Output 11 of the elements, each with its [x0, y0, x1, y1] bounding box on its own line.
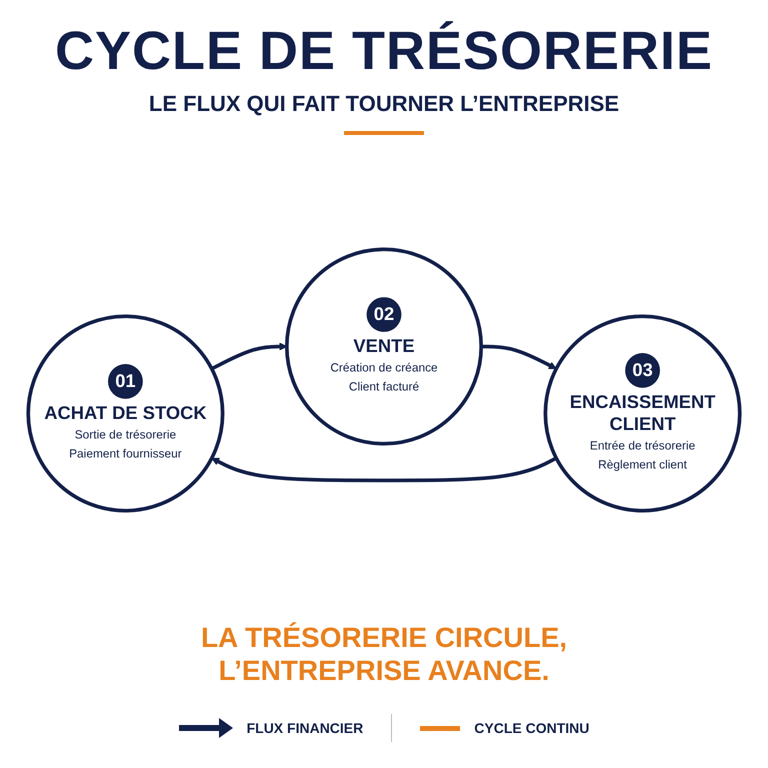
legend-text: CYCLE CONTINU	[474, 720, 590, 736]
arrow	[210, 342, 288, 370]
node-circle: 01 ACHAT DE STOCK Sortie de trésorerie Paiement fournisseur	[26, 314, 224, 513]
message-text: LA TRÉSORERIE CIRCULE, L’ENTREPRISE AVANCE.	[200, 620, 568, 688]
node-circle: 03 ENCAISSEMENT CLIENT Entrée de trésorerie Règlement client	[544, 314, 742, 513]
legend-text: FLUX FINANCIER	[246, 720, 364, 736]
subtitle: LE FLUX QUI FAIT TOURNER L’ENTREPRISE	[148, 91, 620, 118]
title: CYCLE DE TRÉSORERIE	[54, 22, 714, 82]
arrow	[481, 344, 557, 370]
node-circle: 02 VENTE Création de créance Client facturé	[284, 248, 484, 446]
arrow	[211, 456, 558, 482]
